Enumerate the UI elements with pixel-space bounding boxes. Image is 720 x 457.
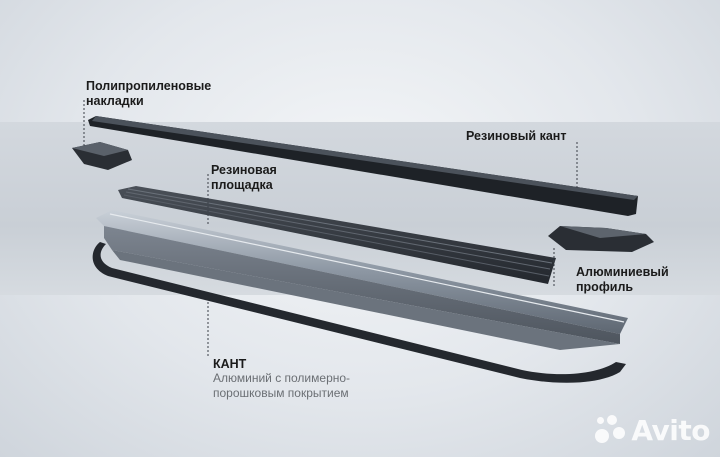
label-rubber-pad-line1: Резиновая (211, 163, 277, 177)
leader-lines (83, 100, 578, 356)
label-alu-profile: Алюминиевый профиль (576, 265, 669, 295)
label-alu-profile-line1: Алюминиевый (576, 265, 669, 279)
label-rubber-pad: Резиновая площадка (211, 163, 277, 193)
avito-watermark: Avito (593, 413, 710, 447)
label-kant-desc: Алюминий с полимерно- порошковым покрыти… (213, 371, 350, 401)
left-end-cap (72, 142, 132, 170)
label-alu-profile-line2: профиль (576, 280, 634, 294)
label-kant-title: КАНТ (213, 357, 247, 371)
right-end-cap (548, 226, 654, 252)
label-kant-desc-line2: порошковым покрытием (213, 386, 349, 400)
avito-wordmark: Avito (631, 413, 710, 447)
avito-dots-icon (593, 413, 627, 447)
label-pp-pads: Полипропиленовые накладки (86, 79, 211, 109)
aluminium-profile (96, 210, 628, 350)
rubber-edge-strip (88, 116, 638, 216)
label-kant-desc-line1: Алюминий с полимерно- (213, 371, 351, 385)
rubber-pad (118, 186, 556, 284)
label-pp-pads-line2: накладки (86, 94, 144, 108)
label-rubber-edge: Резиновый кант (466, 129, 567, 143)
label-pp-pads-line1: Полипропиленовые (86, 79, 212, 93)
label-rubber-pad-line2: площадка (211, 178, 273, 192)
